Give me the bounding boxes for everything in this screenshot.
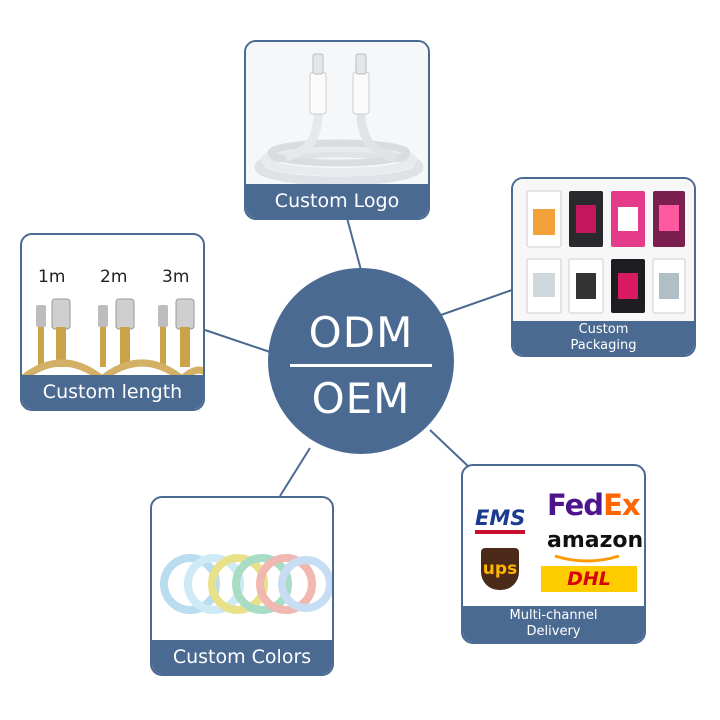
ups-logo-text: ups: [482, 559, 518, 579]
custom-length-label: Custom length: [22, 375, 203, 409]
length-3m-label: 3m: [162, 267, 190, 287]
custom-colors-label: Custom Colors: [152, 640, 332, 674]
white-cable-image: [246, 42, 428, 188]
hub-odm-text: ODM: [308, 308, 414, 357]
custom-packaging-label-line1: Custom: [578, 322, 629, 337]
custom-packaging-card: Custom Packaging: [511, 177, 696, 357]
custom-packaging-label: Custom Packaging: [513, 321, 694, 355]
packaging-boxes-image: [513, 179, 694, 321]
custom-logo-label: Custom Logo: [246, 184, 428, 218]
length-1m-label: 1m: [38, 267, 66, 287]
delivery-label-line2: Delivery: [526, 624, 581, 639]
ups-logo: ups: [481, 548, 519, 590]
hub-oem-text: OEM: [311, 374, 411, 423]
length-2m-label: 2m: [100, 267, 128, 287]
multi-channel-delivery-label: Multi-channel Delivery: [463, 606, 644, 642]
amazon-smile-icon: [554, 554, 620, 563]
custom-logo-card: Custom Logo: [244, 40, 430, 220]
custom-colors-card: Custom Colors: [150, 496, 334, 676]
gold-cables-image: [22, 298, 203, 379]
custom-packaging-label-line2: Packaging: [570, 338, 637, 353]
fedex-logo: FedEx: [547, 488, 641, 522]
dhl-logo-text: DHL: [567, 568, 611, 590]
custom-length-card: 1m 2m 3m Custom length: [20, 233, 205, 411]
odm-oem-hub: ODM OEM: [268, 268, 454, 454]
multi-channel-delivery-card: EMS FedEx amazon ups DHL Multi-channel D…: [461, 464, 646, 644]
hub-divider: [290, 364, 432, 367]
colored-cables-image: [160, 554, 332, 614]
ems-logo: EMS: [475, 506, 526, 534]
amazon-logo: amazon: [547, 528, 644, 553]
dhl-logo: DHL: [541, 566, 637, 592]
delivery-label-line1: Multi-channel: [509, 608, 598, 623]
